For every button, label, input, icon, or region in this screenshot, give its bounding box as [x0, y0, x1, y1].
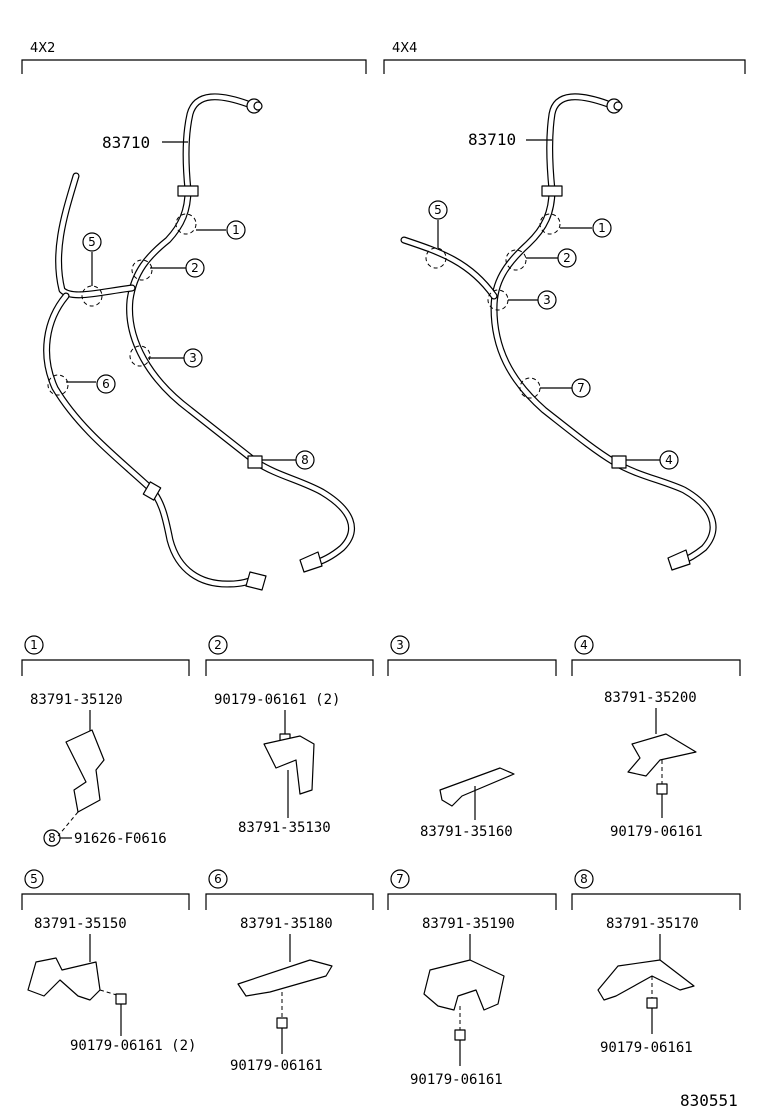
detail-1-sub-marker: 8 [48, 831, 56, 845]
bracket-icon [237, 959, 333, 997]
callout-4x4-4: 4 [665, 453, 673, 467]
detail-box-2: 2 90179-06161 (2) 83791-35130 [205, 635, 374, 836]
detail-box-1: 1 83791-35120 8 91626-F0616 [21, 635, 190, 847]
section-4x2-bracket [21, 59, 367, 74]
callout-4x2-2: 2 [191, 261, 199, 275]
callout-4x2-5: 5 [88, 235, 96, 249]
detail-4-part-b: 90179-06161 [610, 824, 703, 840]
bracket-icon [27, 957, 101, 1001]
section-4x2: 4X2 [21, 41, 367, 74]
detail-6-part-b: 90179-06161 [230, 1058, 323, 1074]
callout-4x4-2: 2 [563, 251, 571, 265]
figure-number: 830551 [680, 1091, 738, 1110]
cable-end-fitting-icon [667, 549, 691, 571]
cable-4x4 [400, 93, 717, 571]
nut-icon [454, 1029, 466, 1041]
bracket-icon [263, 735, 315, 795]
detail-6-part-a: 83791-35180 [240, 916, 333, 932]
detail-box-4-id: 4 [580, 638, 588, 652]
detail-4-part-a: 83791-35200 [604, 690, 697, 706]
detail-8-part-b: 90179-06161 [600, 1040, 693, 1056]
nut-icon [646, 997, 658, 1009]
clip-icon [439, 767, 515, 807]
callout-4x4-5: 5 [434, 203, 442, 217]
cable-4x2-part-number: 83710 [102, 133, 150, 152]
detail-2-part-a: 90179-06161 (2) [214, 692, 340, 708]
detail-box-3-id: 3 [396, 638, 404, 652]
section-4x4: 4X4 [383, 41, 746, 74]
detail-box-6-id: 6 [214, 872, 222, 886]
nut-icon [656, 783, 668, 795]
detail-5-part-b: 90179-06161 (2) [70, 1038, 196, 1054]
callouts-4x4: 1 2 3 4 5 7 [428, 200, 679, 470]
section-4x2-header: 4X2 [30, 41, 55, 56]
callout-4x4-3: 3 [543, 293, 551, 307]
bracket-icon [423, 959, 505, 1011]
cable-end-fitting-icon [299, 551, 323, 573]
section-4x4-header: 4X4 [392, 41, 417, 56]
bracket-icon [627, 733, 697, 777]
detail-box-1-id: 1 [30, 638, 38, 652]
detail-7-part-a: 83791-35190 [422, 916, 515, 932]
callout-4x2-6: 6 [102, 377, 110, 391]
callouts-4x2: 1 2 3 5 6 8 [82, 220, 315, 470]
detail-1-part-a: 83791-35120 [30, 692, 123, 708]
cable-4x4-part-number: 83710 [468, 130, 516, 149]
nut-icon [276, 1017, 288, 1029]
detail-box-4: 4 83791-35200 90179-06161 [571, 635, 741, 840]
detail-box-5: 5 83791-35150 90179-06161 (2) [21, 869, 196, 1054]
detail-box-6: 6 83791-35180 90179-06161 [205, 869, 374, 1074]
grommet-icon [177, 185, 199, 197]
detail-box-8-id: 8 [580, 872, 588, 886]
detail-box-3: 3 83791-35160 [387, 635, 557, 840]
detail-3-part-a: 83791-35160 [420, 824, 513, 840]
cable-4x2 [43, 93, 355, 591]
detail-box-8: 8 83791-35170 90179-06161 [571, 869, 741, 1056]
detail-box-5-id: 5 [30, 872, 38, 886]
bracket-icon [597, 959, 695, 1001]
detail-box-7: 7 83791-35190 90179-06161 [387, 869, 557, 1088]
section-4x4-bracket [383, 59, 746, 74]
callout-4x2-8: 8 [301, 453, 309, 467]
detail-1-part-b: 91626-F0616 [74, 831, 167, 847]
detail-box-2-id: 2 [214, 638, 222, 652]
nut-icon [115, 993, 127, 1005]
grommet-icon [541, 185, 563, 197]
callout-4x4-7: 7 [577, 381, 585, 395]
detail-8-part-a: 83791-35170 [606, 916, 699, 932]
bracket-icon [65, 729, 105, 813]
callout-4x2-3: 3 [189, 351, 197, 365]
detail-box-7-id: 7 [396, 872, 404, 886]
callout-4x4-1: 1 [598, 221, 606, 235]
callout-4x2-1: 1 [232, 223, 240, 237]
detail-7-part-b: 90179-06161 [410, 1072, 503, 1088]
detail-2-part-b: 83791-35130 [238, 820, 331, 836]
detail-5-part-a: 83791-35150 [34, 916, 127, 932]
cable-end-fitting-icon [245, 571, 267, 591]
